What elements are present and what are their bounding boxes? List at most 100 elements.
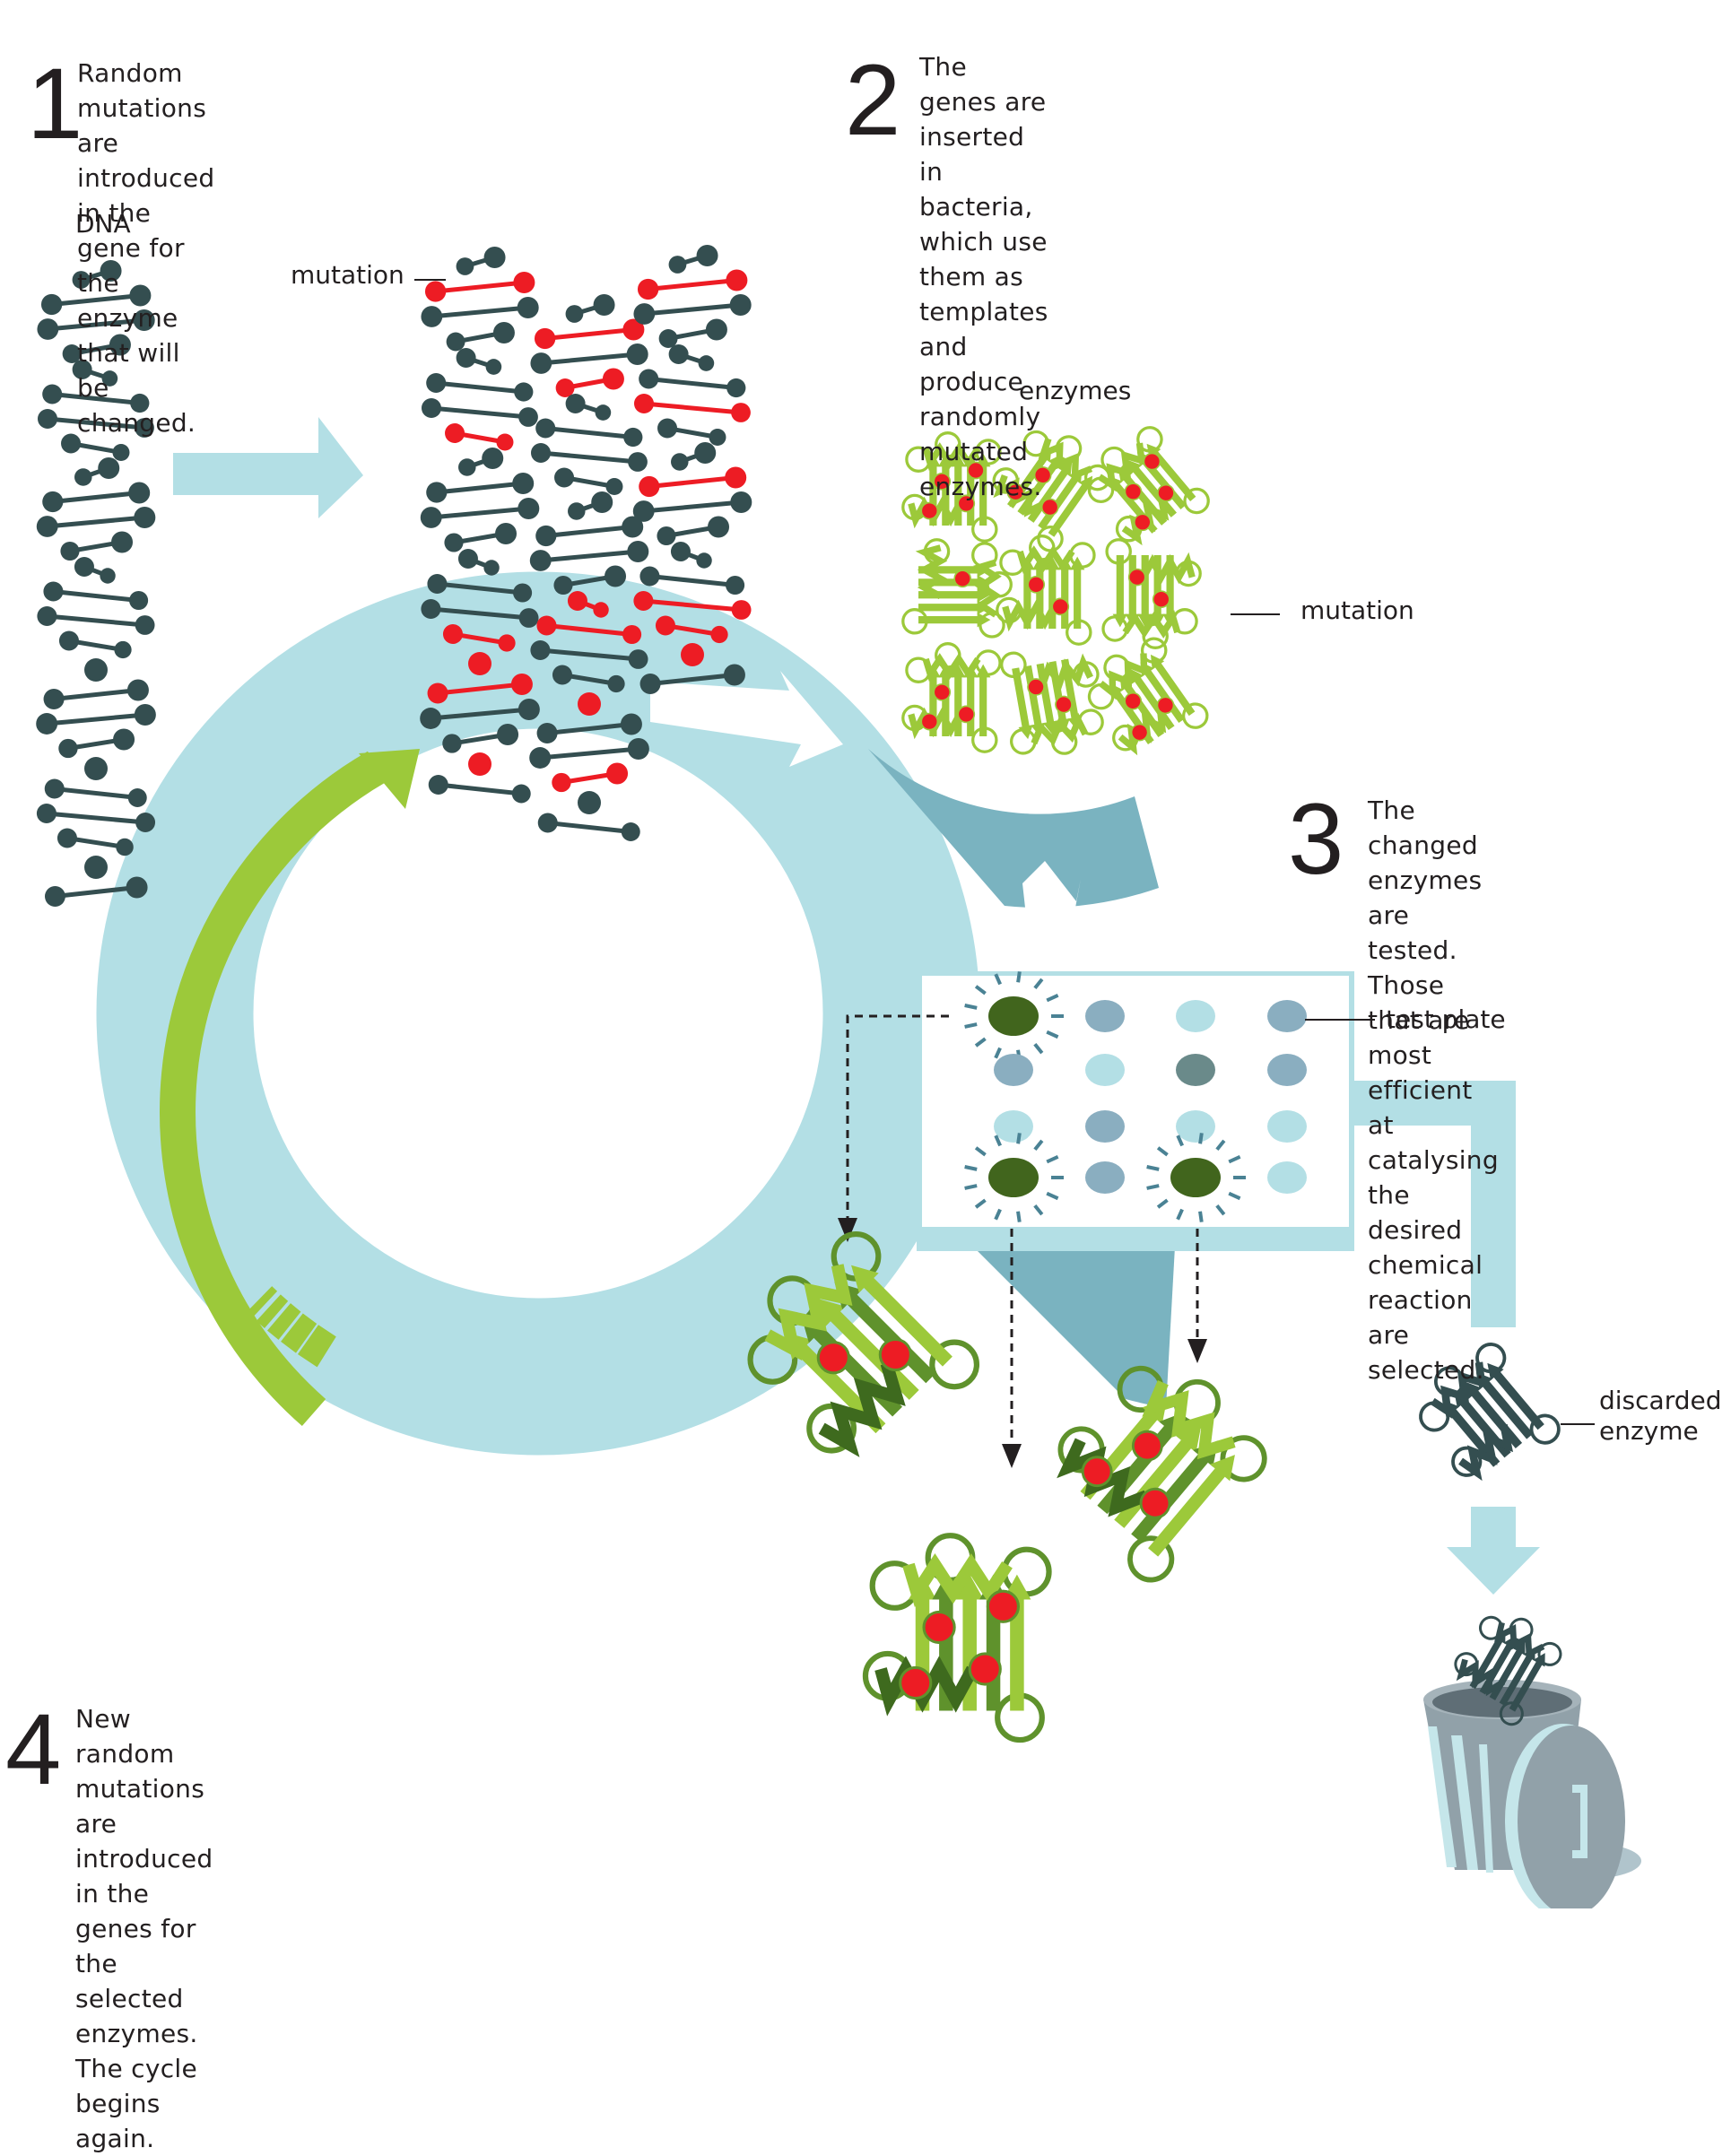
enzyme-helix [1122,610,1181,639]
dna-nucleotide [511,784,531,804]
test-well [1085,1110,1125,1143]
dna-nucleotide [426,373,447,393]
dna-base-pair [46,811,146,825]
dna-nucleotide [445,423,465,443]
activity-ray [1215,1139,1226,1152]
dna-nucleotide [428,775,448,795]
dna-nucleotide [495,523,518,544]
mutant-enzyme [1000,651,1104,755]
directed-evolution-diagram [36,245,1641,1908]
activity-ray [1198,1211,1204,1222]
dna-nucleotide [725,466,747,489]
trash-bin-icon [1423,1615,1641,1908]
enzyme-beta-strand [1487,1362,1544,1430]
dna-nucleotide [134,507,156,528]
dna-nucleotide [639,673,661,695]
dna-nucleotide [620,713,642,735]
dna-base-pair [541,352,638,366]
dna-nucleotide [421,599,441,619]
dna-base-pair [545,525,633,538]
enzyme-helix [902,1552,1013,1608]
enzyme-helix [915,544,948,600]
mutated-base [468,752,491,776]
dna-nucleotide [510,674,533,695]
activity-ray [964,1004,978,1010]
dna-nucleotide [44,778,65,799]
dna-nucleotide [100,260,122,282]
dna-nucleotide [708,516,730,538]
mutation-dot [1055,695,1073,714]
dna-nucleotide [513,272,535,293]
dna-nucleotide [420,708,442,729]
activity-ray [974,1146,987,1157]
mutation-dot [1131,1430,1163,1462]
dna-nucleotide [114,640,132,659]
dna-nucleotide [518,498,540,519]
enzyme-helix [1456,1658,1506,1697]
test-well [1176,1054,1215,1086]
step-number: 2 [845,44,901,156]
dna-nucleotide [37,409,57,429]
enzyme-helix [908,496,963,529]
discarded-enzyme-glyph [1419,1343,1561,1482]
dna-nucleotide [607,674,625,693]
dna-nucleotide [696,245,718,266]
dna-nucleotide [530,443,551,463]
dna-nucleotide [726,575,745,596]
dna-nucleotide [420,507,442,528]
dna-nucleotide [128,482,151,504]
dna-nucleotide [42,491,64,513]
dna-nucleotide [568,502,586,520]
dna-nucleotide [36,516,58,537]
discarded-enzyme-leader [1561,1423,1595,1425]
enzyme-helix [922,442,981,471]
dna-nucleotide [537,813,558,833]
dna-nucleotide [421,306,443,327]
dna-nucleotide [130,393,150,413]
dna-nucleotide [518,608,539,628]
discarded-enzyme [1419,1343,1561,1482]
dna-nucleotide [639,475,660,498]
test-plate [917,971,1354,1251]
dna-nucleotide [605,565,627,587]
dna-base-pair [48,317,144,332]
dna-nucleotide [633,394,654,413]
white-arrow-test [1000,861,1081,951]
dna-nucleotide [623,427,643,448]
enzyme-beta-strand [784,1332,886,1434]
dna-base-pair [47,613,145,628]
dna-nucleotide [626,343,648,365]
dna-label: DNA [75,209,131,239]
mutation-enzyme-leader [1231,613,1280,615]
green-cycle-arrow [160,749,420,1427]
enzyme-helix [922,653,981,682]
mutation-dot [1040,498,1059,517]
dna-nucleotide [655,615,675,636]
bin-stripe-2 [1451,1735,1478,1870]
mutated-base-pair [648,278,737,291]
mutation-dot [1124,482,1143,501]
selected-enzyme [862,1533,1052,1743]
dna-nucleotide [628,452,648,472]
activity-ray [974,1037,987,1048]
test-well [1267,1054,1307,1086]
activity-ray [1146,1165,1160,1171]
dna-nucleotide [60,541,80,561]
dna-nucleotide [444,533,464,552]
activity-ray [1046,1191,1059,1201]
step-number: 3 [1288,783,1344,895]
dna-nucleotide [554,467,575,488]
test-well [1085,1054,1125,1086]
mutation-dot [1033,465,1052,484]
enzyme-helix [1140,552,1196,585]
mutation-dot [968,1652,1002,1686]
dna-nucleotide [536,722,558,744]
activity-ray [994,1047,1002,1059]
dna-nucleotide [622,318,645,341]
test-well [1176,1110,1215,1143]
dna-nucleotide [126,876,148,899]
test-well-hit [1170,1158,1221,1197]
dna-nucleotide [632,500,655,522]
binned-enzyme-glyph [1454,1615,1562,1726]
ring-shadow-upper [868,749,1159,908]
